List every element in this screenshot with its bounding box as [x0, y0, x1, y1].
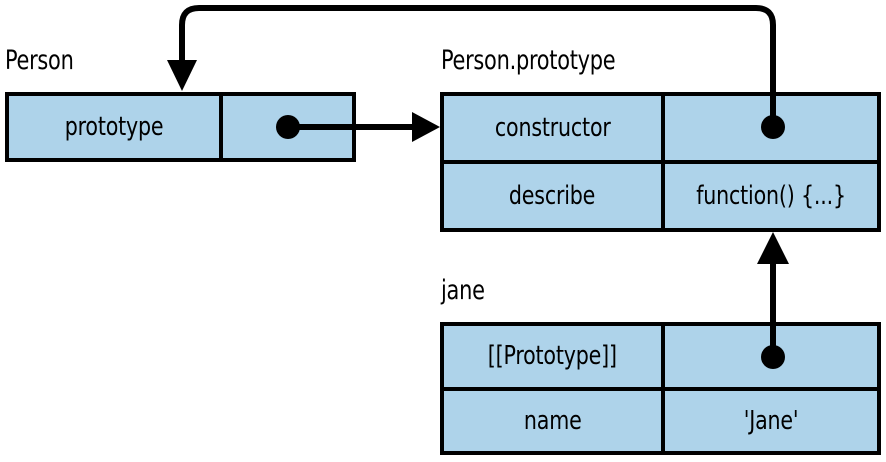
table-row: name 'Jane' [444, 386, 877, 452]
arrow-head-icon [757, 232, 789, 264]
table-row: constructor [444, 96, 877, 160]
object-label-person: Person [5, 45, 74, 76]
property-key-label: prototype [64, 112, 164, 142]
property-key-cell: describe [444, 164, 665, 228]
property-value-label: function() {...} [696, 181, 846, 211]
property-key-label: [[Prototype]] [487, 341, 618, 372]
object-box-person-prototype: constructor describe function() {...} [440, 92, 881, 232]
property-value-cell [665, 96, 877, 160]
arrow-head-icon [412, 112, 440, 142]
property-value-label: 'Jane' [743, 405, 799, 436]
table-row: [[Prototype]] [444, 326, 877, 387]
property-value-cell: 'Jane' [665, 391, 877, 452]
object-label-jane: jane [441, 275, 485, 306]
table-row: describe function() {...} [444, 160, 877, 228]
object-label-person-prototype: Person.prototype [441, 45, 616, 76]
table-row: prototype [9, 96, 352, 158]
property-key-cell: [[Prototype]] [444, 326, 665, 387]
property-key-cell: constructor [444, 96, 665, 160]
arrow-head-icon [167, 60, 197, 91]
property-value-cell [223, 96, 352, 158]
object-box-person: prototype [5, 92, 356, 162]
property-key-cell: name [444, 390, 665, 451]
property-key-cell: prototype [9, 96, 223, 158]
property-key-label: name [523, 405, 582, 436]
property-key-label: constructor [494, 113, 611, 143]
property-value-cell [665, 326, 877, 387]
object-box-jane: [[Prototype]] name 'Jane' [440, 322, 881, 455]
property-value-cell: function() {...} [665, 164, 877, 228]
property-key-label: describe [509, 181, 596, 211]
